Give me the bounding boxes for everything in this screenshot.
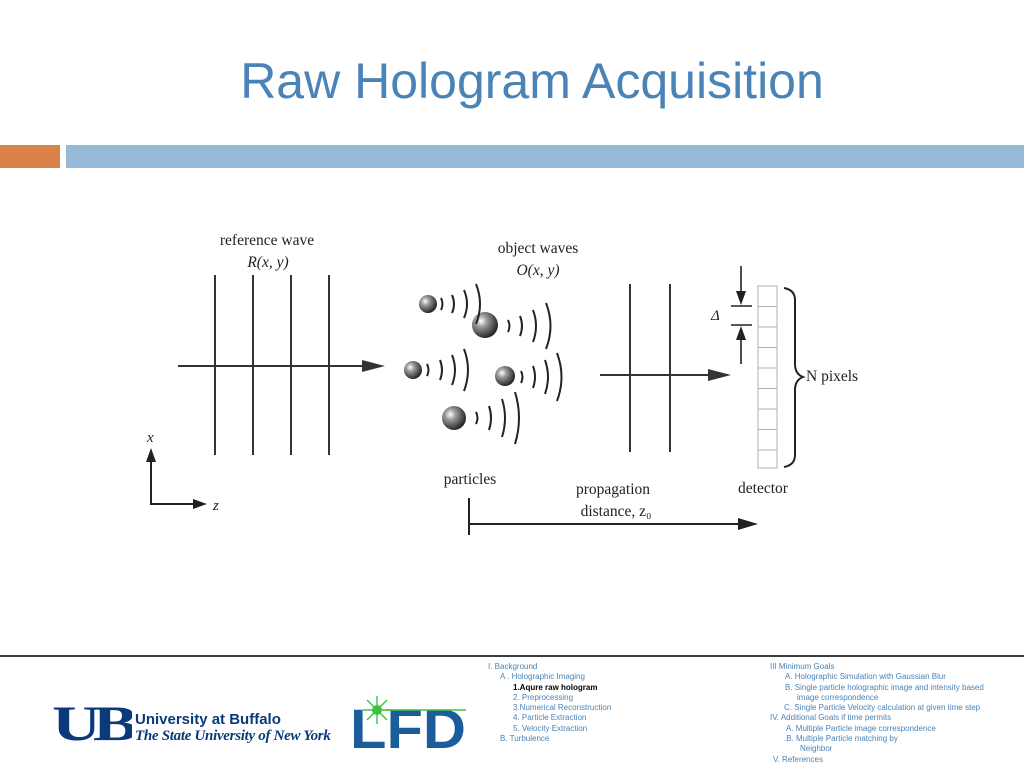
title-divider-bar	[66, 145, 1024, 168]
reference-wave-symbol: R(x, y)	[246, 254, 288, 271]
outline-item: 2. Preprocessing	[513, 692, 574, 702]
object-waves	[426, 283, 563, 445]
outline-item: V. References	[773, 754, 823, 764]
outline-item: C. Single Particle Velocity calculation …	[784, 703, 981, 713]
outline-item: I. Background	[488, 662, 538, 671]
outline-left: I. Background A . Holographic Imaging 1.…	[488, 662, 611, 744]
outline-item-current: 1.Aqure raw hologram	[513, 682, 598, 692]
outline-item: image correspondence	[797, 692, 879, 702]
lfd-logo: LFD	[350, 696, 466, 750]
detector-array	[757, 285, 778, 469]
outline-item: .B. Multiple Particle matching by	[784, 734, 898, 744]
coordinate-axes	[150, 460, 195, 505]
particle	[495, 366, 515, 386]
reference-wave-label: reference wave	[220, 232, 314, 249]
object-waves-symbol: O(x, y)	[516, 262, 559, 279]
object-waves-label: object waves	[498, 240, 578, 257]
outline-item: A. Holographic Simulation with Gaussian …	[785, 672, 946, 682]
university-subtitle: The State University of New York	[135, 728, 331, 744]
particle	[404, 361, 422, 379]
delta-label: Δ	[710, 308, 720, 324]
propagation-label: propagation	[576, 481, 650, 498]
hologram-acquisition-diagram: reference wave R(x, y) object waves O(x,…	[146, 232, 858, 535]
axis-z-label: z	[212, 498, 219, 514]
outline-item: Neighbor	[800, 744, 833, 754]
particle	[442, 406, 466, 430]
ub-mark: UB	[52, 700, 132, 746]
outline-item: 3.Numerical Reconstruction	[513, 703, 612, 713]
outline-item: IV. Additional Goals if time permits	[770, 713, 892, 723]
slide-title: Raw Hologram Acquisition	[240, 53, 824, 109]
propagation-distance-label: distance, z₀	[581, 503, 652, 520]
ub-logo: UB	[52, 700, 132, 746]
particles-label: particles	[444, 471, 497, 488]
outline-item: A. Multiple Particle image correspondenc…	[786, 723, 936, 733]
particle	[472, 312, 498, 338]
outline-right: III Minimum Goals A. Holographic Simulat…	[770, 662, 984, 765]
particle	[419, 295, 437, 313]
outline-item: A . Holographic Imaging	[500, 672, 585, 682]
pixels-brace	[783, 287, 806, 468]
n-pixels-label: N pixels	[806, 368, 858, 385]
outline-item: III Minimum Goals	[770, 662, 835, 671]
axis-x-label: x	[146, 430, 154, 446]
detector-label: detector	[738, 480, 789, 497]
outline-item: B. Turbulence	[500, 734, 550, 744]
outline-item: 4. Particle Extraction	[513, 713, 587, 723]
university-name: University at Buffalo	[135, 711, 281, 728]
footer-rule	[0, 655, 1024, 657]
pixel-pitch-marker	[731, 266, 752, 364]
propagated-wavefronts	[629, 284, 671, 452]
outline-item: B. Single particle holographic image and…	[785, 682, 984, 692]
outline-item: 5. Velocity Extraction	[513, 723, 588, 733]
lfd-mark: LFD	[350, 697, 466, 750]
title-accent-bar	[0, 145, 60, 168]
